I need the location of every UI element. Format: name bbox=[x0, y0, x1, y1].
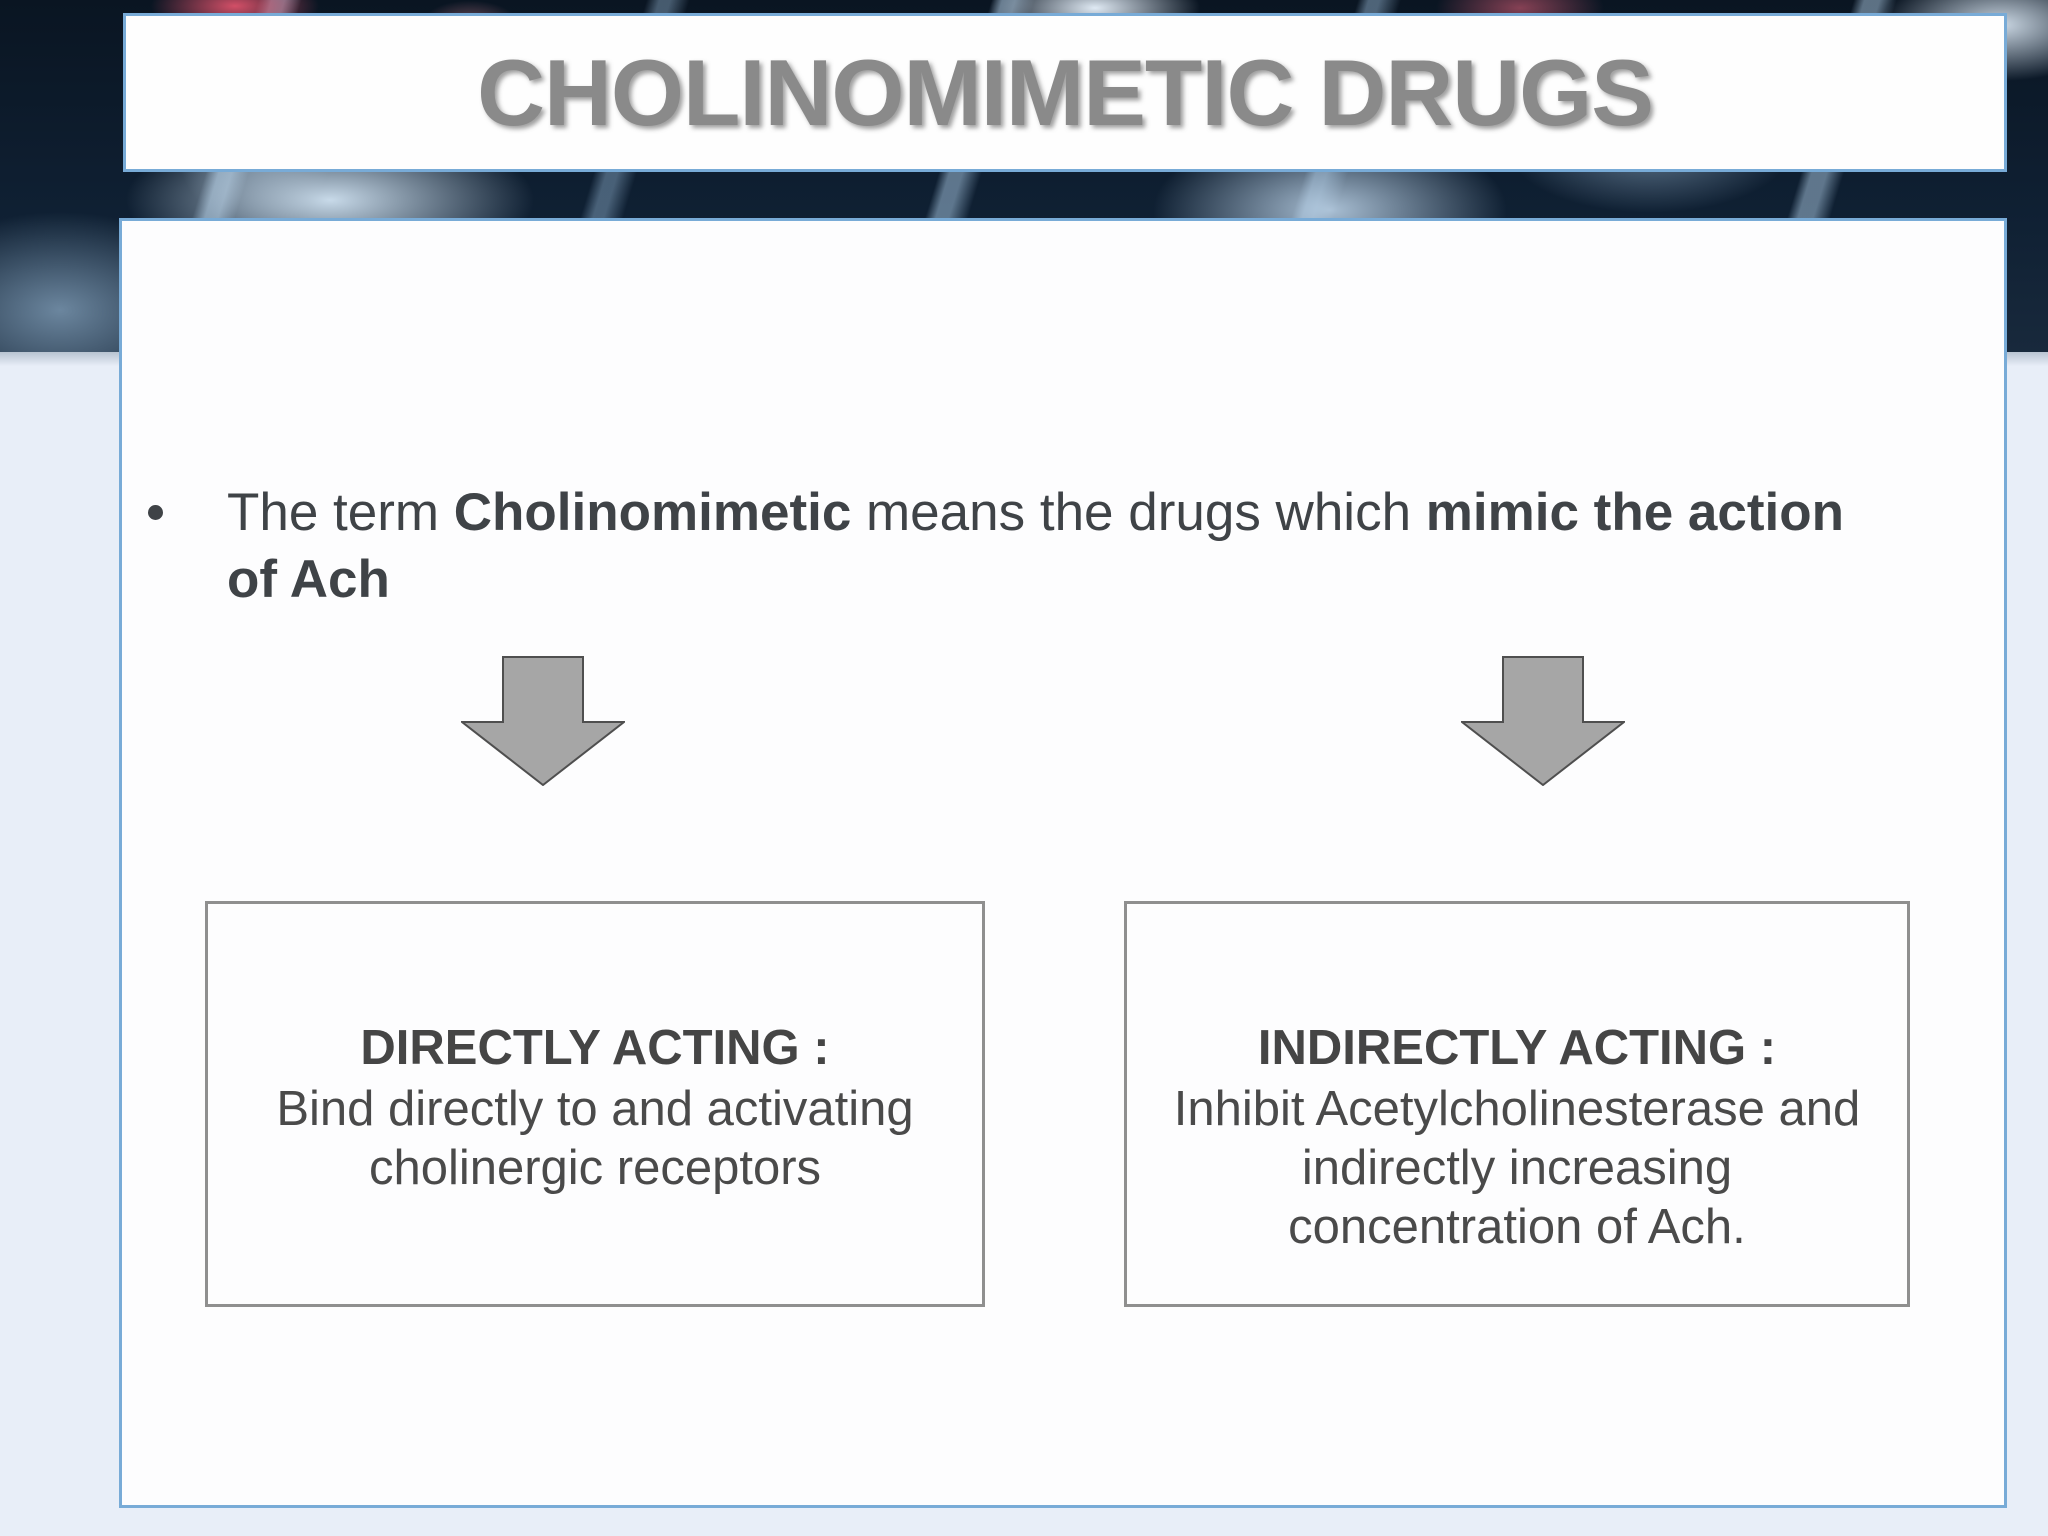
bullet-dot bbox=[148, 505, 163, 520]
directly-acting-box: DIRECTLY ACTING : Bind directly to and a… bbox=[205, 901, 985, 1307]
box-text-line: concentration of Ach. bbox=[1288, 1200, 1746, 1254]
bullet-text-line2: of Ach bbox=[227, 546, 2047, 613]
bullet-text-regular: The term bbox=[227, 483, 454, 542]
slide-title: CHOLINOMIMETIC DRUGS bbox=[477, 39, 1654, 145]
box-text-line: Bind directly to and activating bbox=[276, 1082, 914, 1136]
box-text-line: Inhibit Acetylcholinesterase and bbox=[1173, 1082, 1861, 1136]
box-heading: DIRECTLY ACTING : bbox=[360, 1021, 830, 1075]
indirectly-acting-box: INDIRECTLY ACTING : Inhibit Acetylcholin… bbox=[1124, 901, 1910, 1307]
bullet-text-bold: mimic the action bbox=[1425, 483, 1844, 542]
bullet-item: The term Cholinomimetic means the drugs … bbox=[227, 479, 2047, 613]
box-text-line: cholinergic receptors bbox=[368, 1141, 822, 1195]
down-arrow-icon bbox=[1461, 656, 1625, 786]
bullet-text-regular: means the drugs which bbox=[851, 483, 1426, 542]
title-bar: CHOLINOMIMETIC DRUGS bbox=[123, 13, 2007, 172]
bullet-text-bold: of Ach bbox=[227, 550, 390, 609]
content-panel: The term Cholinomimetic means the drugs … bbox=[119, 218, 2007, 1508]
box-heading: INDIRECTLY ACTING : bbox=[1257, 1021, 1777, 1075]
box-text-line: indirectly increasing bbox=[1301, 1141, 1733, 1195]
down-arrow-icon bbox=[461, 656, 625, 786]
bullet-text-bold: Cholinomimetic bbox=[453, 483, 852, 542]
